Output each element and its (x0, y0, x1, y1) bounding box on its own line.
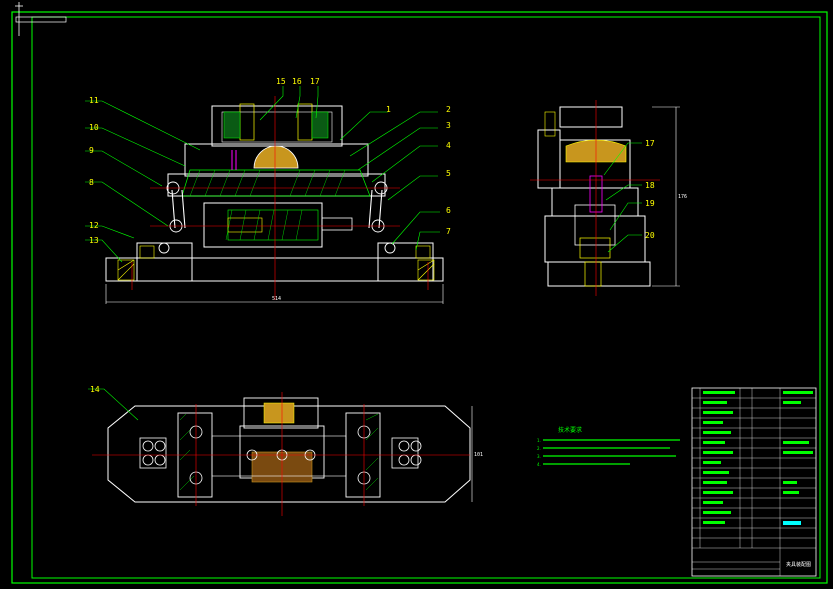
title-block: 夹具装配图 (691, 387, 817, 577)
note-3: 3. (537, 454, 541, 459)
part-label-17: 17 (310, 77, 320, 86)
part-label-5: 5 (446, 169, 451, 178)
note-1: 1. (537, 438, 541, 443)
notes-title: 技术要求 (558, 426, 582, 434)
ucs-icon (15, 2, 23, 36)
part-label-6: 6 (446, 206, 451, 215)
side-view: 176 17 18 19 20 (530, 100, 687, 296)
part-label-2: 2 (446, 105, 451, 114)
part-label-13: 13 (89, 236, 99, 245)
side-label-18: 18 (645, 181, 655, 190)
part-label-9: 9 (89, 146, 94, 155)
base-plate (105, 257, 444, 282)
side-label-20: 20 (645, 231, 655, 240)
part-label-16: 16 (292, 77, 302, 86)
part-label-11: 11 (89, 96, 99, 105)
top-label-14: 14 (90, 385, 100, 394)
part-label-4: 4 (446, 141, 451, 150)
technical-notes: 技术要求 1. 2. 3. 4. (537, 426, 680, 467)
part-label-1: 1 (386, 105, 391, 114)
upper-frame (184, 143, 369, 177)
right-base-block (377, 242, 434, 282)
swing-beam (167, 173, 386, 197)
part-label-10: 10 (89, 123, 99, 132)
front-width-dimension: 514 (272, 296, 281, 302)
top-height-dimension: 101 (474, 452, 483, 458)
part-label-8: 8 (89, 178, 94, 187)
front-view: 514 15 16 17 1 2 3 4 (85, 77, 451, 304)
side-label-17: 17 (645, 139, 655, 148)
hydraulic-cylinder (203, 202, 323, 248)
part-label-15: 15 (276, 77, 286, 86)
drawing-frame (11, 11, 828, 584)
title-drawing-name: 夹具装配图 (786, 561, 811, 568)
part-label-7: 7 (446, 227, 451, 236)
pivot-pins (158, 181, 396, 254)
left-base-block (136, 242, 193, 282)
side-height-dimension: 176 (678, 194, 687, 200)
side-label-19: 19 (645, 199, 655, 208)
top-view: 101 14 (88, 385, 483, 516)
part-label-12: 12 (89, 221, 99, 230)
note-2: 2. (537, 446, 541, 451)
note-4: 4. (537, 462, 541, 467)
front-part-labels: 15 16 17 1 2 3 4 5 6 7 8 9 10 11 12 13 (89, 77, 451, 245)
part-label-3: 3 (446, 121, 451, 130)
